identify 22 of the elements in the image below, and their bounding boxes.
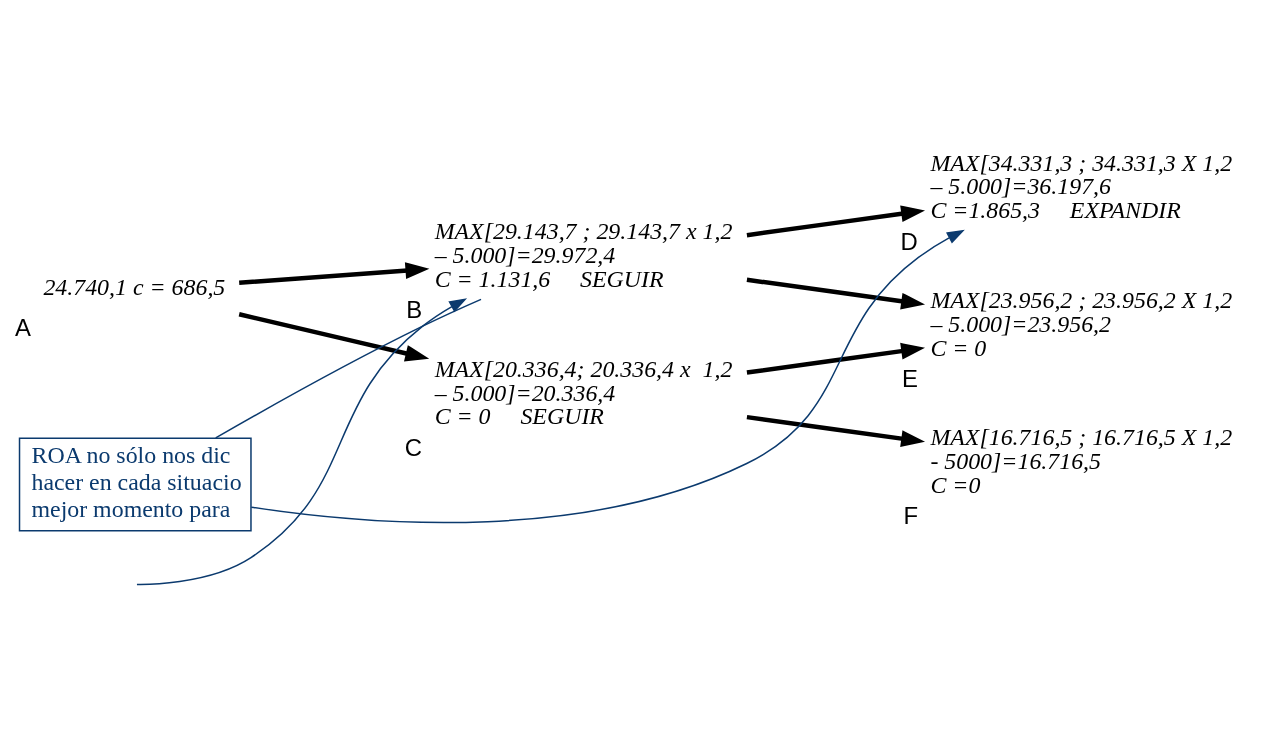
connector (214, 298, 482, 439)
arrow (136, 297, 468, 585)
node-text: MAX[23.956,2 ; 23.956,2 X 1,2 – 5.000]=23.956,2 C = 0 (930, 286, 1233, 361)
node-label: C (404, 433, 423, 461)
node-text: MAX[16.716,5 ; 16.716,5 X 1,2 - 5000]=16.716,5 C =0 (930, 423, 1233, 498)
arrow (746, 204, 926, 237)
node-box: ROA no sólo nos dic hacer en cada situacio mejor momento para (18, 436, 252, 531)
node-label: F (903, 501, 919, 529)
arrow (239, 261, 430, 285)
node-text: 24.740,1 c = 686,5 (43, 273, 226, 299)
node-label: B (406, 295, 423, 323)
arrow (746, 342, 926, 375)
node-label: A (15, 313, 31, 341)
node-text: MAX[34.331,3 ; 34.331,3 X 1,2 – 5.000]=36.197,6 C =1.865,3 EXPANDIR (930, 149, 1233, 223)
arrow (746, 277, 926, 309)
node-text: MAX[29.143,7 ; 29.143,7 x 1,2 – 5.000]=29.972,4 C = 1.131,6 SEGUIR (434, 217, 733, 292)
arrow (746, 414, 926, 447)
node-label: E (902, 364, 918, 392)
node-text: MAX[20.336,4; 20.336,4 x 1,2 – 5.000]=20.336,4 C = 0 SEGUIR (434, 355, 733, 429)
node-label: D (900, 227, 918, 255)
arrow (250, 229, 965, 523)
arrow (238, 311, 430, 361)
